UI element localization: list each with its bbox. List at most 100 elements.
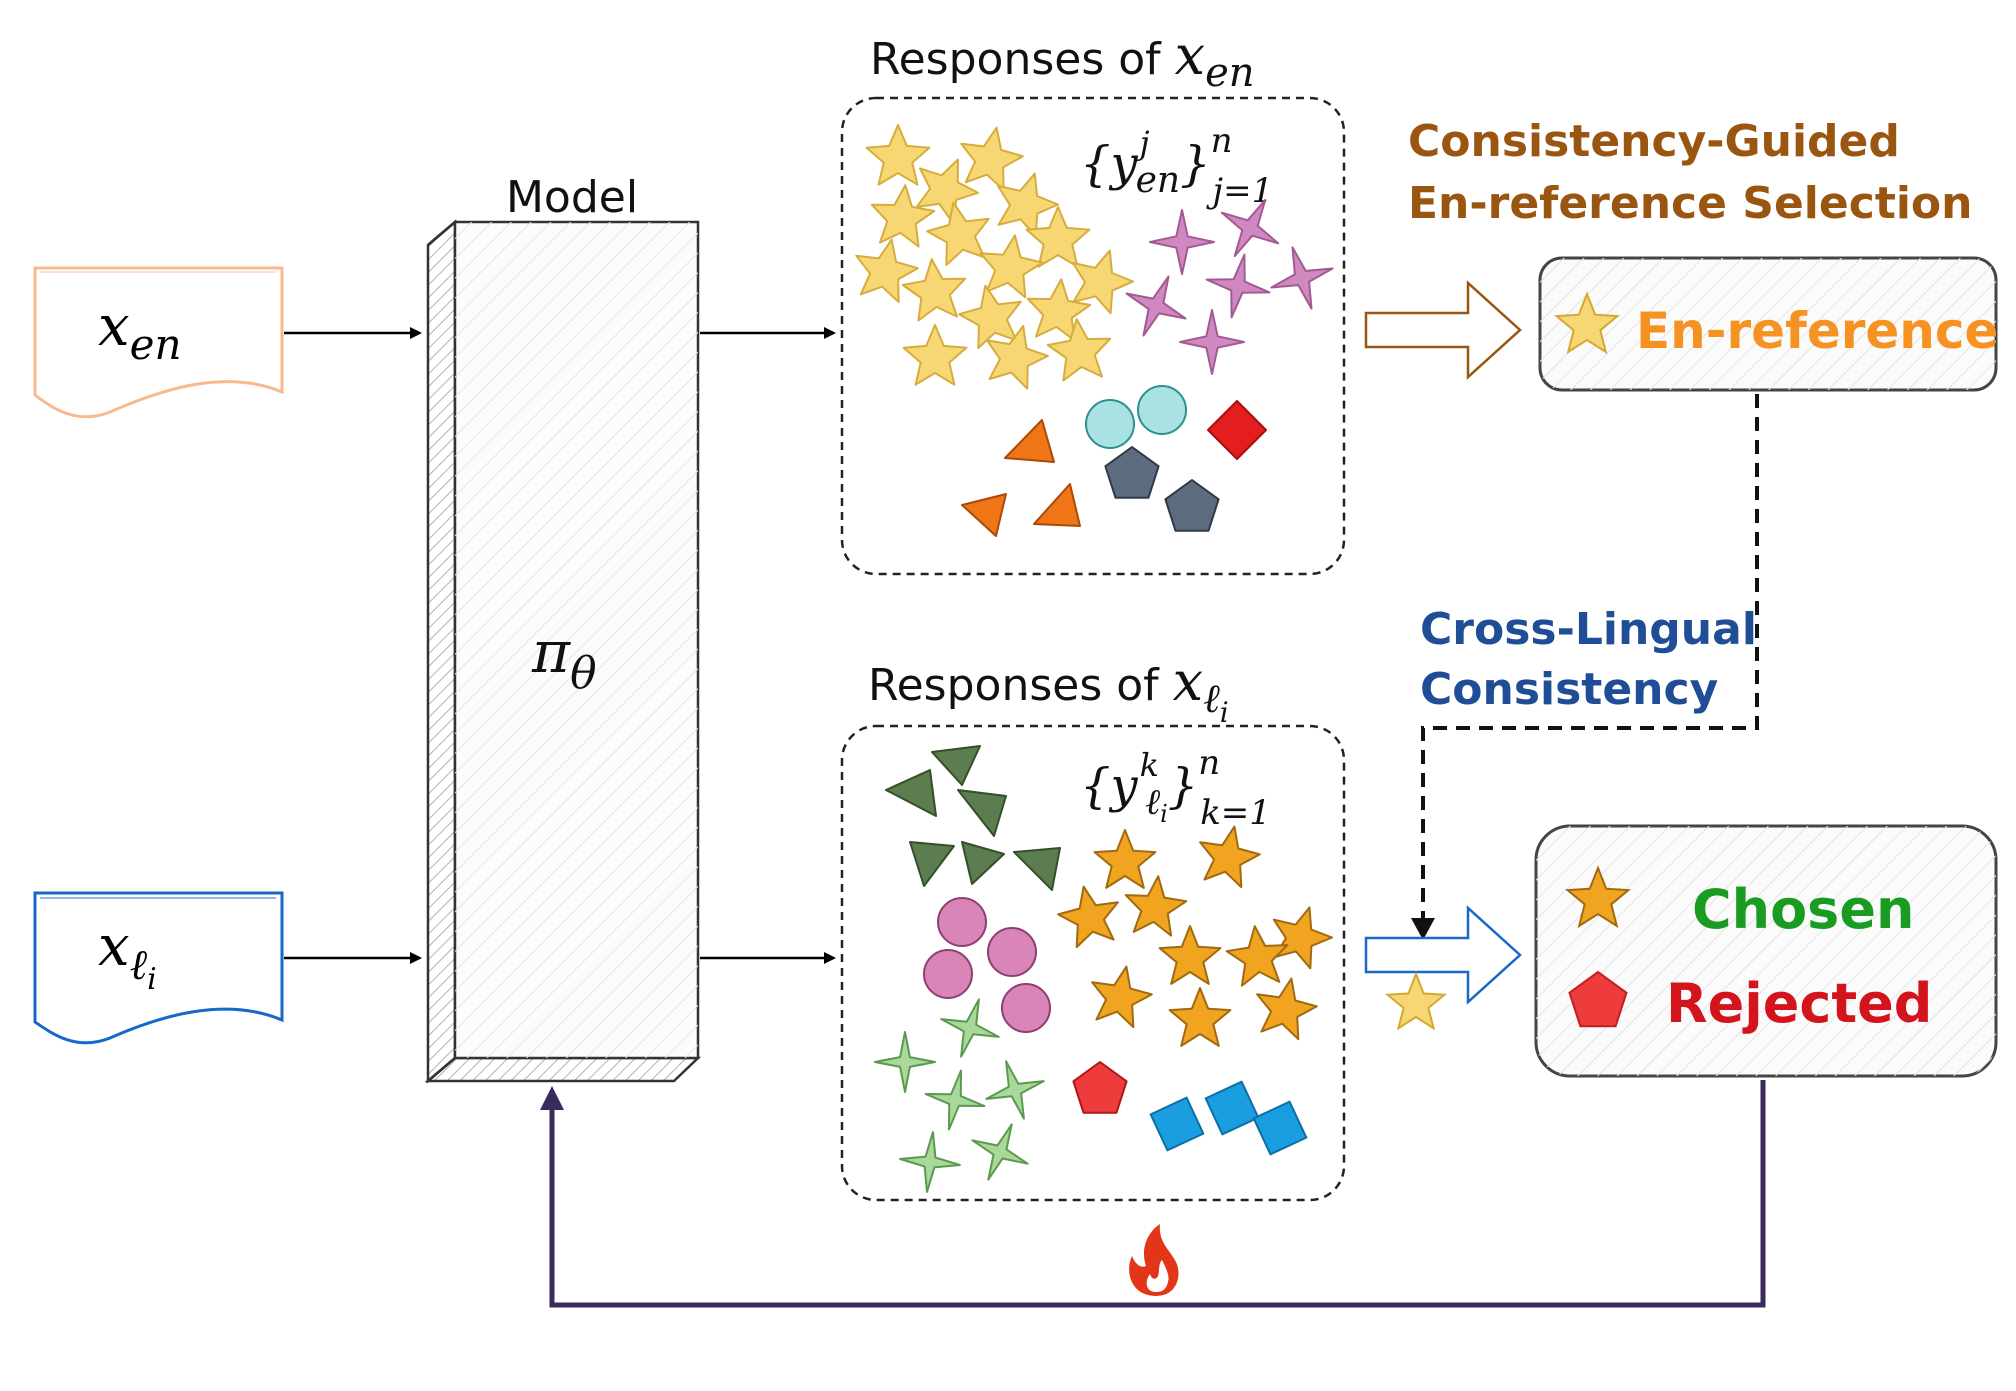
dark-green-triangle-shape bbox=[931, 745, 981, 786]
cross-lingual-line2: Consistency bbox=[1420, 664, 1718, 715]
green-star-shape bbox=[874, 1031, 936, 1093]
yellow-star-shape bbox=[1025, 206, 1091, 268]
yellow-star-shape bbox=[865, 124, 931, 186]
feedback-loop-line bbox=[540, 1080, 1766, 1308]
responses-en-title: Responses of bbox=[870, 34, 1175, 85]
set-en-sub: en bbox=[1136, 160, 1181, 201]
document-shape-en bbox=[33, 266, 284, 419]
blue-diamond-shape bbox=[1252, 1100, 1308, 1156]
pink-circle-shape bbox=[937, 897, 987, 947]
svg-text:πθ: πθ bbox=[531, 618, 597, 699]
set-li-lower: k=1 bbox=[1200, 793, 1271, 833]
orange-triangle-shape bbox=[961, 493, 1007, 537]
orange-star-shape bbox=[1124, 875, 1188, 937]
hollow-arrow-consistency bbox=[1364, 905, 1522, 1005]
green-star-shape bbox=[924, 1069, 986, 1131]
input-x-li: xℓi bbox=[33, 891, 284, 1045]
rejected-label: Rejected bbox=[1666, 972, 1932, 1035]
dark-green-triangle-shape bbox=[957, 789, 1007, 837]
set-en-upper: n bbox=[1211, 121, 1233, 161]
red-pentagon-shape bbox=[1072, 1061, 1128, 1114]
set-li-upper: n bbox=[1198, 743, 1220, 783]
star-icon bbox=[1565, 865, 1631, 929]
yellow-star-shape bbox=[997, 172, 1059, 238]
svg-text:xℓi: xℓi bbox=[98, 914, 157, 997]
yellow-star-shape bbox=[1026, 278, 1092, 342]
responses-li-title-subsub: i bbox=[1220, 696, 1229, 729]
yellow-star-shape bbox=[901, 258, 967, 322]
model-param-sub: θ bbox=[570, 648, 597, 699]
yellow-star-shape bbox=[1046, 318, 1112, 382]
pink-star-shape bbox=[1125, 275, 1187, 337]
orange-star-shape bbox=[1199, 825, 1261, 889]
pink-star-shape bbox=[1149, 209, 1215, 275]
chosen-label: Chosen bbox=[1692, 878, 1914, 941]
hollow-arrow-selection bbox=[1364, 280, 1522, 380]
dark-green-triangle-shape bbox=[909, 841, 955, 887]
dark-green-triangle-shape bbox=[961, 841, 1005, 885]
dark-green-triangle-shape bbox=[1013, 847, 1061, 891]
selection-label-line2: En-reference Selection bbox=[1408, 178, 1972, 229]
slate-pentagon-shape bbox=[1164, 479, 1220, 532]
model-label: Model bbox=[506, 172, 638, 223]
document-shape-li bbox=[33, 891, 284, 1045]
model-block: Model πθ bbox=[424, 172, 702, 1084]
fire-icon bbox=[1129, 1224, 1179, 1296]
x-en-base: x bbox=[98, 294, 130, 359]
star-icon bbox=[1384, 971, 1448, 1031]
orange-star-shape bbox=[1168, 987, 1232, 1047]
set-li-sup: k bbox=[1140, 746, 1159, 784]
model-param-base: π bbox=[531, 618, 571, 686]
responses-li-box bbox=[840, 724, 1346, 1202]
orange-star-shape bbox=[1225, 925, 1289, 987]
star-icon bbox=[1554, 291, 1620, 355]
pentagon-icon bbox=[1568, 970, 1628, 1028]
yellow-star-shape bbox=[986, 325, 1049, 390]
orange-star-shape bbox=[1057, 885, 1119, 949]
orange-star-shape bbox=[1091, 965, 1153, 1029]
responses-li-shapes bbox=[874, 745, 1333, 1193]
responses-en-title-sub: en bbox=[1205, 50, 1254, 96]
set-li-open: { bbox=[1080, 758, 1111, 814]
orange-star-shape bbox=[1093, 829, 1157, 889]
blue-diamond-shape bbox=[1204, 1080, 1260, 1136]
en-reference-label: En-reference bbox=[1636, 302, 1998, 360]
yellow-star-shape bbox=[870, 184, 936, 248]
orange-star-shape bbox=[1272, 906, 1333, 970]
x-li-subsub: i bbox=[147, 962, 157, 997]
pink-star-shape bbox=[1205, 253, 1271, 319]
pink-circle-shape bbox=[987, 927, 1037, 977]
orange-triangle-shape bbox=[1004, 419, 1055, 463]
blue-diamond-shape bbox=[1149, 1096, 1205, 1152]
orange-star-shape bbox=[1158, 925, 1222, 985]
set-li-subsub: i bbox=[1160, 800, 1168, 828]
set-li-sub: ℓ bbox=[1145, 782, 1160, 823]
responses-en-shapes bbox=[855, 124, 1334, 537]
svg-text:Responses of xen: Responses of xen bbox=[870, 24, 1255, 96]
set-li-base: y bbox=[1109, 758, 1139, 814]
x-li-sub: ℓ bbox=[130, 940, 148, 989]
yellow-star-shape bbox=[855, 238, 919, 303]
dashed-connector bbox=[1421, 394, 1759, 925]
pink-star-shape bbox=[1270, 246, 1334, 310]
set-li-close: } bbox=[1168, 758, 1199, 814]
green-star-shape bbox=[971, 1123, 1029, 1181]
pink-circle-shape bbox=[923, 949, 973, 999]
x-en-sub: en bbox=[130, 320, 182, 369]
yellow-star-shape bbox=[902, 324, 968, 386]
green-star-shape bbox=[940, 998, 1000, 1058]
yellow-star-shape bbox=[926, 201, 990, 266]
pink-star-shape bbox=[1220, 198, 1280, 258]
green-star-shape bbox=[899, 1131, 961, 1193]
green-star-shape bbox=[985, 1060, 1045, 1120]
pink-star-shape bbox=[1179, 309, 1245, 375]
teal-circle-shape bbox=[1085, 399, 1135, 449]
teal-circle-shape bbox=[1137, 385, 1187, 435]
yellow-star-shape bbox=[979, 234, 1044, 299]
set-en-base: y bbox=[1109, 136, 1139, 192]
selection-label-line1: Consistency-Guided bbox=[1408, 116, 1900, 167]
